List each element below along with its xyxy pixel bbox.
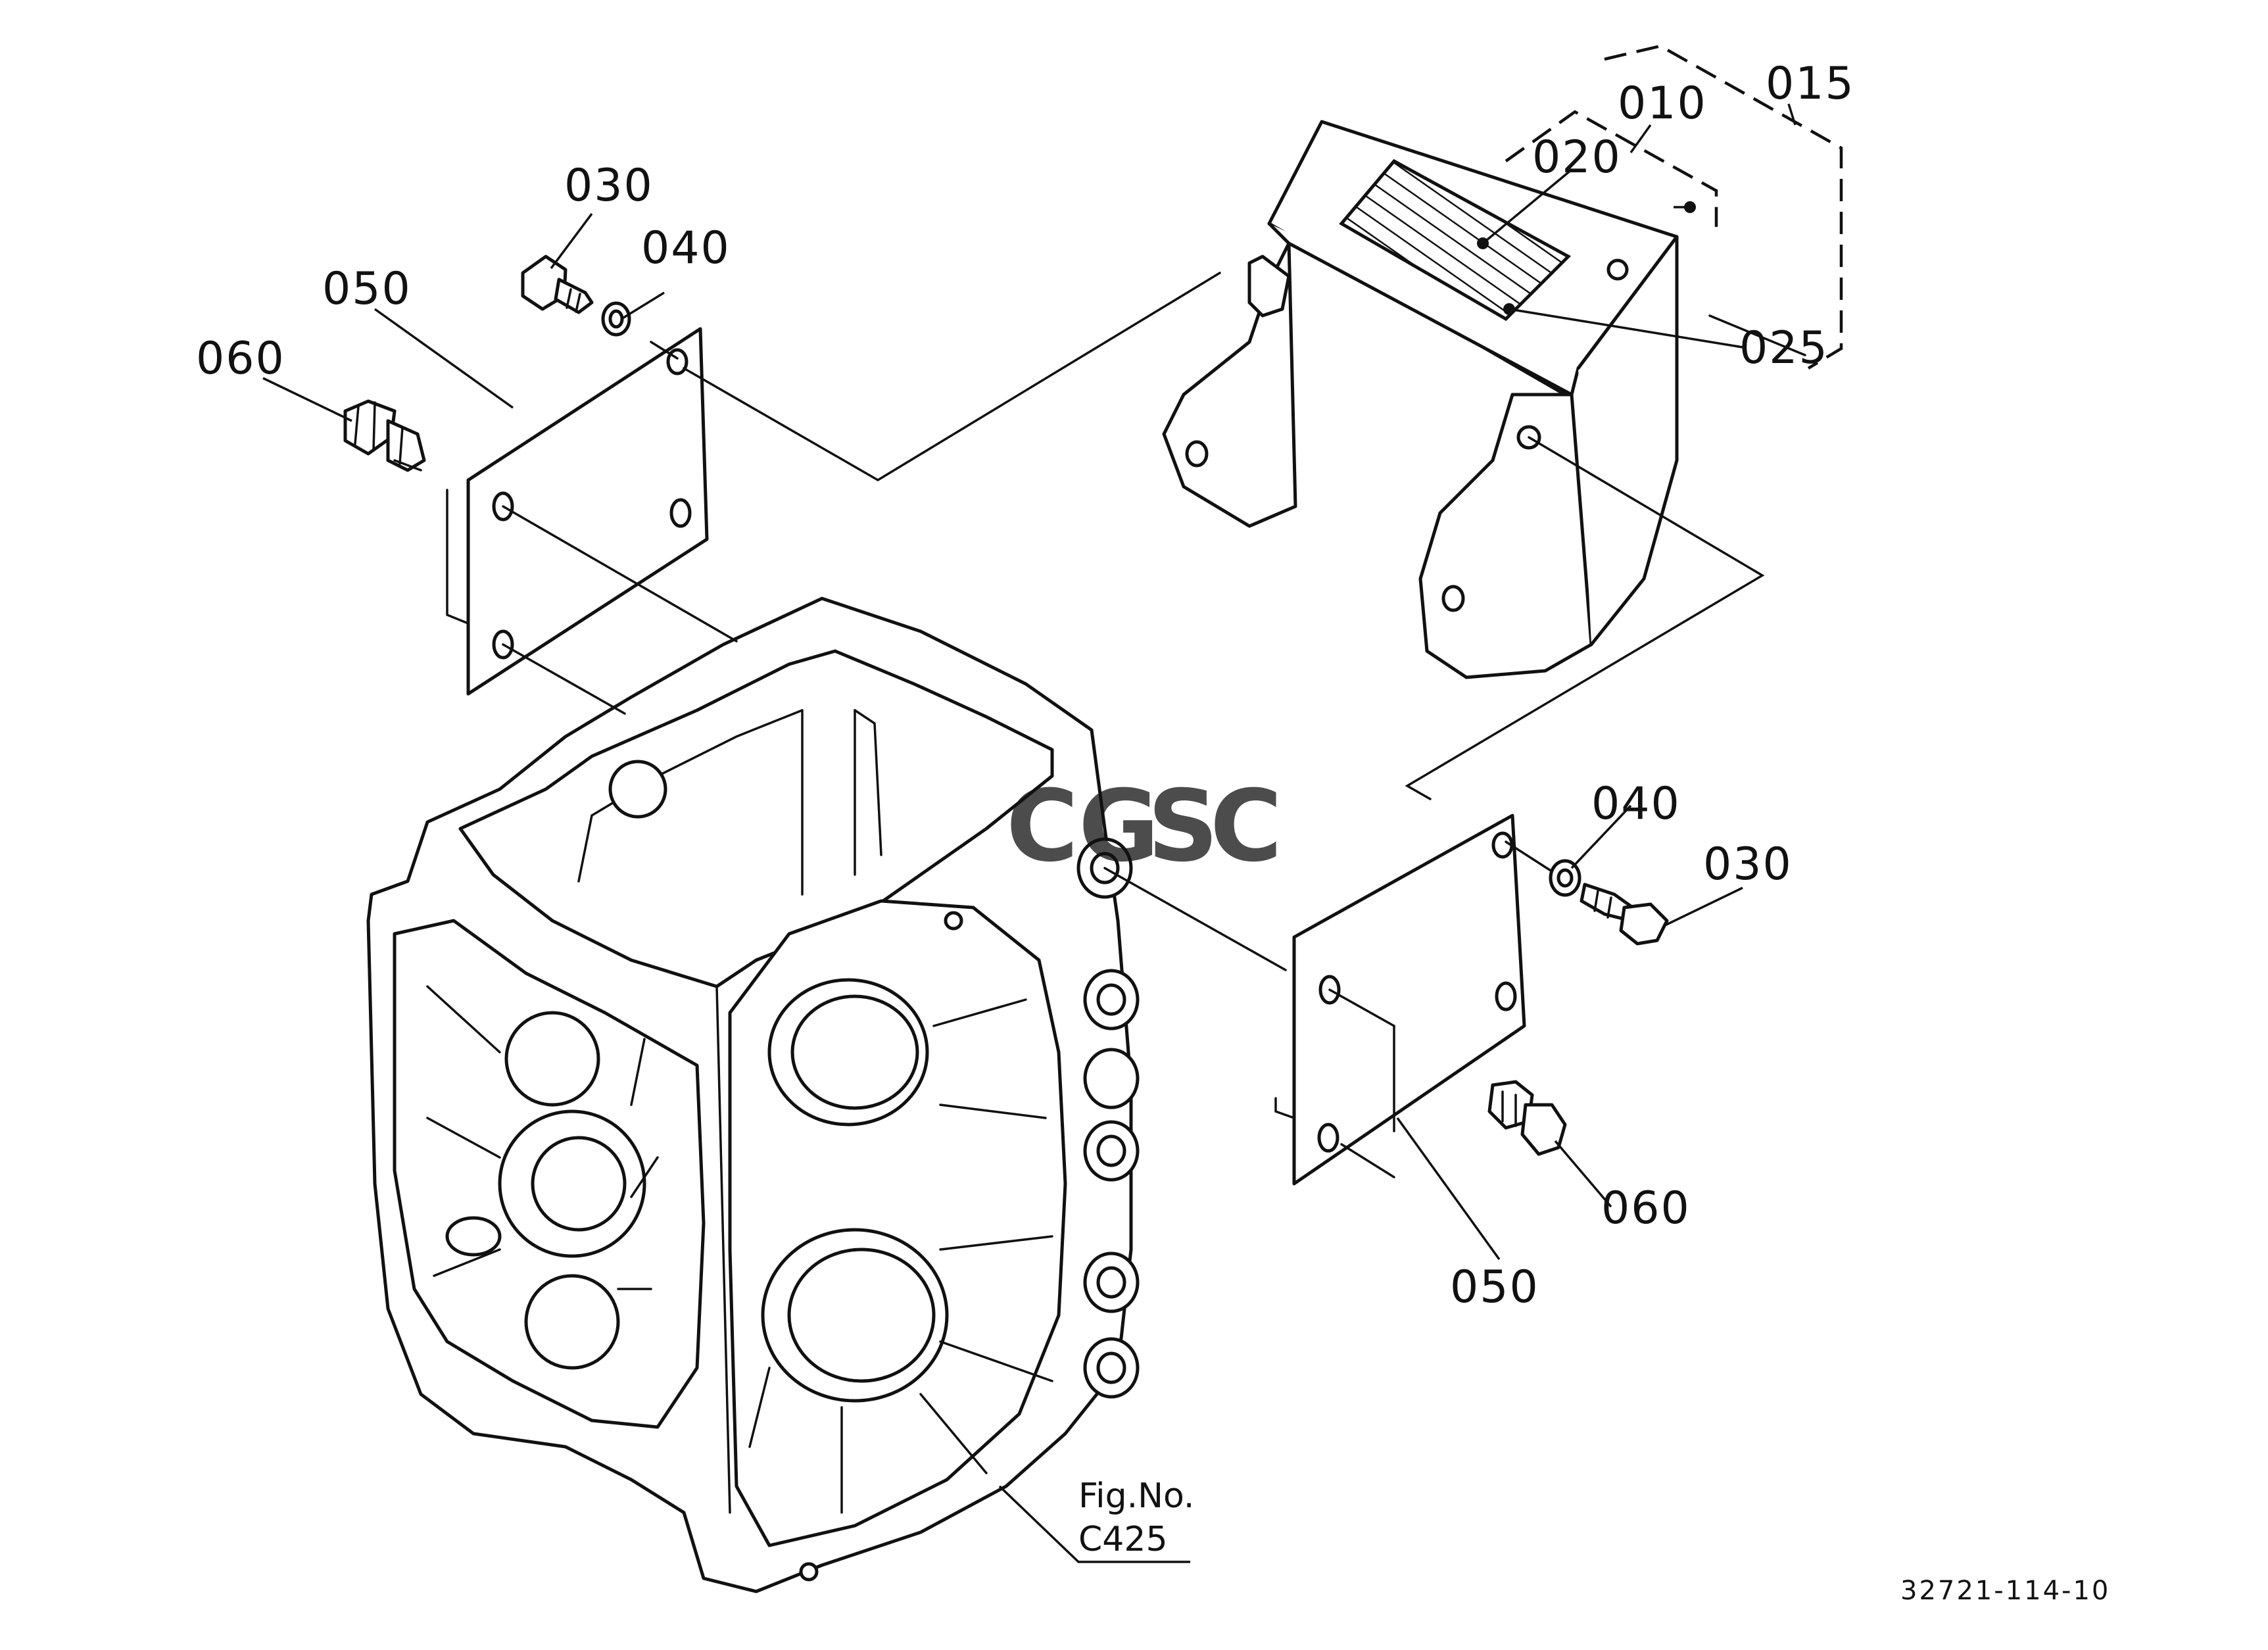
cover-plate-left <box>446 327 709 696</box>
figure-ref-line1: Fig.No. <box>1078 1476 1194 1516</box>
watermark-letter-4: C <box>1210 769 1282 884</box>
assembly-lines <box>393 272 1806 1178</box>
plug-060-left <box>343 399 426 472</box>
group-brackets <box>1505 44 1843 370</box>
callout-040-left: 040 <box>641 222 731 274</box>
callout-030-left: 030 <box>564 160 654 212</box>
callout-025: 025 <box>1739 322 1829 374</box>
callout-060-left: 060 <box>196 333 285 385</box>
bolt-030-left <box>521 255 594 314</box>
callout-050-left: 050 <box>322 263 412 315</box>
figure-ref-line2: C425 <box>1078 1520 1168 1559</box>
watermark-logo: C G S C <box>1006 769 1282 884</box>
callout-020: 020 <box>1532 132 1622 183</box>
cover-plate-right <box>1274 813 1526 1186</box>
watermark-letter-3: S <box>1147 769 1218 884</box>
callout-050-right: 050 <box>1450 1261 1539 1313</box>
document-number: 32721-114-10 <box>1900 1576 2110 1606</box>
watermark-letter-2: G <box>1078 769 1159 884</box>
figure-reference: Fig.No. C425 <box>1078 1476 1194 1559</box>
transmission-case <box>366 596 1140 1593</box>
washer-040-right <box>1549 859 1581 897</box>
callout-010: 010 <box>1618 78 1707 130</box>
case-bosses <box>1076 837 1140 1399</box>
washer-040-left <box>601 301 631 337</box>
callout-030-right: 030 <box>1703 838 1793 890</box>
callout-015: 015 <box>1766 58 1855 110</box>
callout-060-right: 060 <box>1601 1182 1691 1234</box>
watermark-letter-1: C <box>1006 769 1078 884</box>
decal-label-020 <box>1339 158 1572 322</box>
callout-040-right: 040 <box>1591 778 1681 830</box>
plug-060-right <box>1487 1080 1567 1156</box>
callouts: 030 040 050 060 020 010 015 025 040 030 … <box>196 58 1855 1313</box>
callout-leaders <box>262 168 1743 1563</box>
bolt-030-right <box>1580 883 1669 946</box>
